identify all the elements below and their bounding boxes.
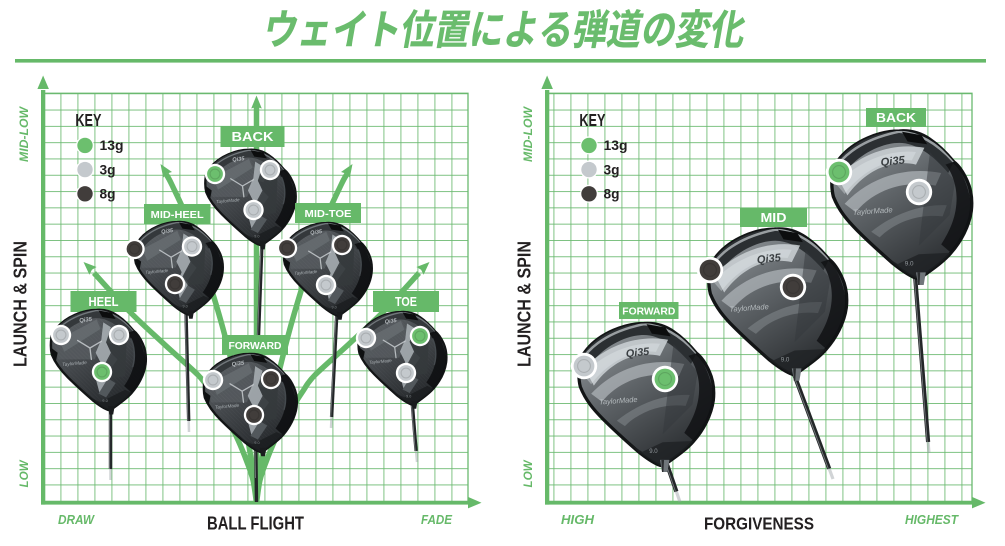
svg-text:FORWARD: FORWARD <box>622 305 675 317</box>
svg-text:BACK: BACK <box>232 129 275 144</box>
svg-text:3g: 3g <box>604 162 620 177</box>
svg-text:LOW: LOW <box>19 459 31 487</box>
svg-text:HIGH: HIGH <box>561 512 595 527</box>
svg-text:MID-TOE: MID-TOE <box>305 208 352 220</box>
svg-text:MID: MID <box>761 211 787 225</box>
svg-text:MID-LOW: MID-LOW <box>19 106 31 162</box>
svg-text:HIGHEST: HIGHEST <box>905 512 959 527</box>
svg-text:8g: 8g <box>604 187 620 202</box>
svg-text:BACK: BACK <box>876 111 916 125</box>
svg-text:LOW: LOW <box>523 459 535 487</box>
svg-text:MID-HEEL: MID-HEEL <box>151 209 205 221</box>
svg-text:BALL FLIGHT: BALL FLIGHT <box>207 513 305 534</box>
svg-text:FORWARD: FORWARD <box>229 340 282 352</box>
svg-text:LAUNCH & SPIN: LAUNCH & SPIN <box>515 241 535 367</box>
svg-text:TOE: TOE <box>395 295 417 309</box>
svg-text:FADE: FADE <box>421 512 452 527</box>
svg-text:DRAW: DRAW <box>58 512 96 527</box>
svg-text:LAUNCH & SPIN: LAUNCH & SPIN <box>11 241 31 367</box>
svg-text:FORGIVENESS: FORGIVENESS <box>704 513 814 533</box>
svg-text:MID-LOW: MID-LOW <box>523 106 535 162</box>
svg-text:13g: 13g <box>604 138 628 153</box>
svg-text:KEY: KEY <box>579 110 605 130</box>
svg-text:3g: 3g <box>100 162 116 177</box>
svg-text:KEY: KEY <box>75 110 101 130</box>
svg-text:HEEL: HEEL <box>89 295 119 309</box>
svg-text:13g: 13g <box>100 138 124 153</box>
svg-text:8g: 8g <box>100 187 116 202</box>
